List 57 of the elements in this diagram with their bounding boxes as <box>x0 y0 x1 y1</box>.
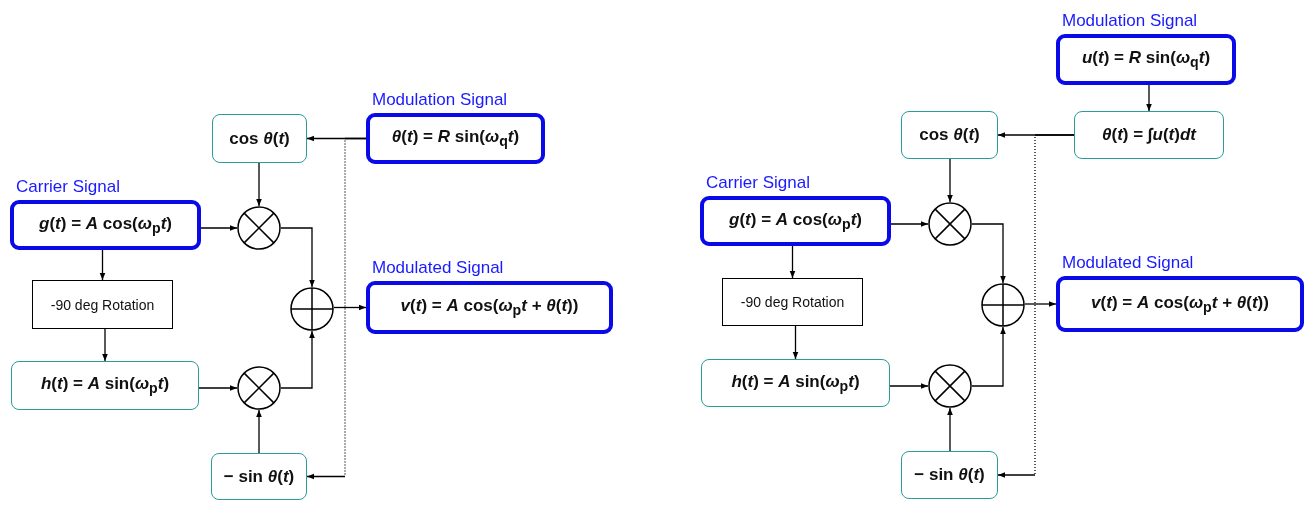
arrow <box>1146 84 1152 112</box>
arrow <box>789 245 796 279</box>
multiplier-symbol <box>928 364 972 408</box>
signal-heading: Modulation Signal <box>1062 11 1198 31</box>
arrow <box>947 158 953 203</box>
function-box <box>1074 111 1224 159</box>
equation: u(t) = R sin(ω$_{q}$t) <box>1081 48 1211 71</box>
equation: g(t) = A cos(ω$_{p}$t) <box>729 209 862 233</box>
function-box <box>212 114 307 163</box>
arrow <box>889 383 929 389</box>
signal-heading: Carrier Signal <box>706 173 810 193</box>
arrow <box>198 385 238 391</box>
arrow <box>971 223 1006 284</box>
arrow <box>256 409 262 454</box>
signal-heading: Modulated Signal <box>1062 253 1194 273</box>
arrow <box>280 330 315 389</box>
function-box <box>901 111 998 159</box>
arrow <box>792 325 799 360</box>
equation: v(t) = A cos(ω$_{p}$t + θ(t)) <box>1091 292 1269 316</box>
arrow <box>200 225 238 231</box>
equation: h(t) = A sin(ω$_{p}$t) <box>40 374 170 397</box>
equation: v(t) = A cos(ω$_{p}$t + θ(t)) <box>400 296 579 319</box>
block-label: -90 deg Rotation <box>50 296 155 313</box>
arrow <box>99 249 106 281</box>
equation: g(t) = A cos(ω$_{p}$t) <box>39 213 172 237</box>
equation: h(t) = A sin(ω$_{p}$t) <box>731 371 860 395</box>
arrow <box>1024 301 1057 307</box>
arrow <box>102 328 108 362</box>
equation: cos θ(t) <box>919 125 980 145</box>
signal-heading: Carrier Signal <box>16 177 120 197</box>
process-box <box>722 278 863 326</box>
adder-symbol <box>290 287 334 331</box>
multiplier-symbol <box>237 366 281 410</box>
function-box <box>901 451 998 499</box>
multiplier-symbol <box>928 202 972 246</box>
arrow <box>971 326 1006 387</box>
equation: − sin θ(t) <box>914 465 985 485</box>
signal-heading: Modulation Signal <box>372 90 508 110</box>
multiplier-symbol <box>237 206 281 250</box>
process-box <box>32 280 173 329</box>
function-box <box>11 361 199 410</box>
equation: θ(t) = R sin(ω$_{q}$t) <box>391 127 520 150</box>
arrow <box>890 221 929 227</box>
arrow <box>280 227 315 288</box>
arrow <box>947 407 953 452</box>
signal-heading: Modulated Signal <box>372 258 504 278</box>
function-box <box>211 453 307 500</box>
equation: − sin θ(t) <box>223 466 295 487</box>
block-label: -90 deg Rotation <box>740 294 845 310</box>
equation: θ(t) = ∫u(t)dt <box>1102 125 1196 145</box>
function-box <box>701 359 890 407</box>
arrow <box>256 162 262 207</box>
equation: cos θ(t) <box>229 128 290 149</box>
adder-symbol <box>981 283 1025 327</box>
arrow <box>333 304 367 311</box>
feed-arrow <box>997 134 1075 478</box>
feed-arrow <box>306 137 367 480</box>
